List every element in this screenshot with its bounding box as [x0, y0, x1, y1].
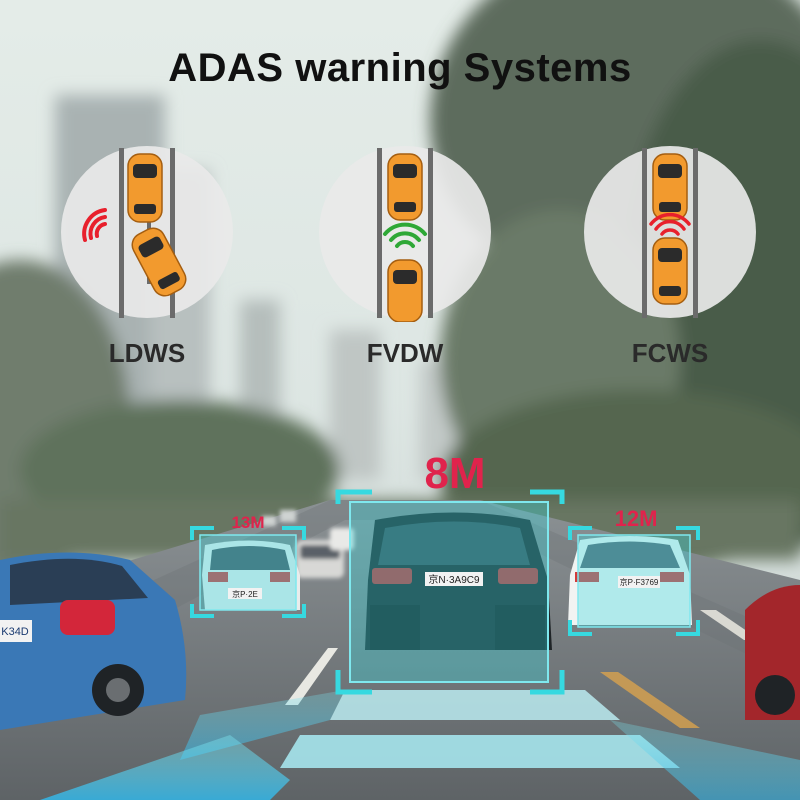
car-icon: [127, 153, 163, 223]
svg-text:京P·F3769: 京P·F3769: [620, 577, 659, 587]
panel-ldws: LDWS: [57, 142, 237, 372]
signal-icon: [383, 222, 427, 248]
car-icon: [652, 153, 688, 221]
detection-box-center: [335, 489, 565, 695]
fcws-diagram: [584, 146, 756, 318]
warning-signal-icon: [82, 208, 107, 242]
white-car-left: [202, 540, 300, 610]
red-car-right: [745, 585, 800, 720]
plate-far-left: K34D: [0, 622, 32, 640]
panel-fcws: FCWS: [580, 142, 760, 372]
car-icon: [387, 259, 423, 322]
fvdw-diagram: [319, 146, 491, 322]
distance-label-right: 12M: [615, 506, 658, 531]
warning-signal-icon: [649, 212, 691, 236]
distance-label-center: 8M: [424, 449, 485, 498]
lane-marking: [285, 648, 338, 705]
panel-label-fvdw: FVDW: [366, 338, 444, 368]
plate-left: 京P·2E: [228, 588, 262, 599]
distant-traffic: [262, 510, 354, 578]
panel-label-fcws: FCWS: [631, 338, 709, 368]
lane-projection: [40, 690, 800, 800]
panel-label-ldws: LDWS: [108, 338, 186, 368]
plate-right: 京P·F3769: [618, 576, 660, 588]
detection-box-left: [190, 526, 306, 618]
plate-center: 京N·3A9C9: [425, 572, 483, 586]
car-icon: [652, 237, 688, 305]
svg-text:京P·2E: 京P·2E: [232, 589, 258, 599]
car-icon: [387, 153, 423, 221]
svg-text:京N·3A9C9: 京N·3A9C9: [428, 573, 480, 586]
page-title: ADAS warning Systems: [168, 46, 632, 90]
car-icon: [131, 227, 187, 297]
ldws-diagram: [61, 146, 233, 318]
svg-text:K34D: K34D: [1, 626, 29, 638]
panel-fvdw: FVDW: [315, 142, 495, 372]
blue-car-left: [0, 552, 187, 730]
distance-label-left: 13M: [231, 513, 264, 532]
